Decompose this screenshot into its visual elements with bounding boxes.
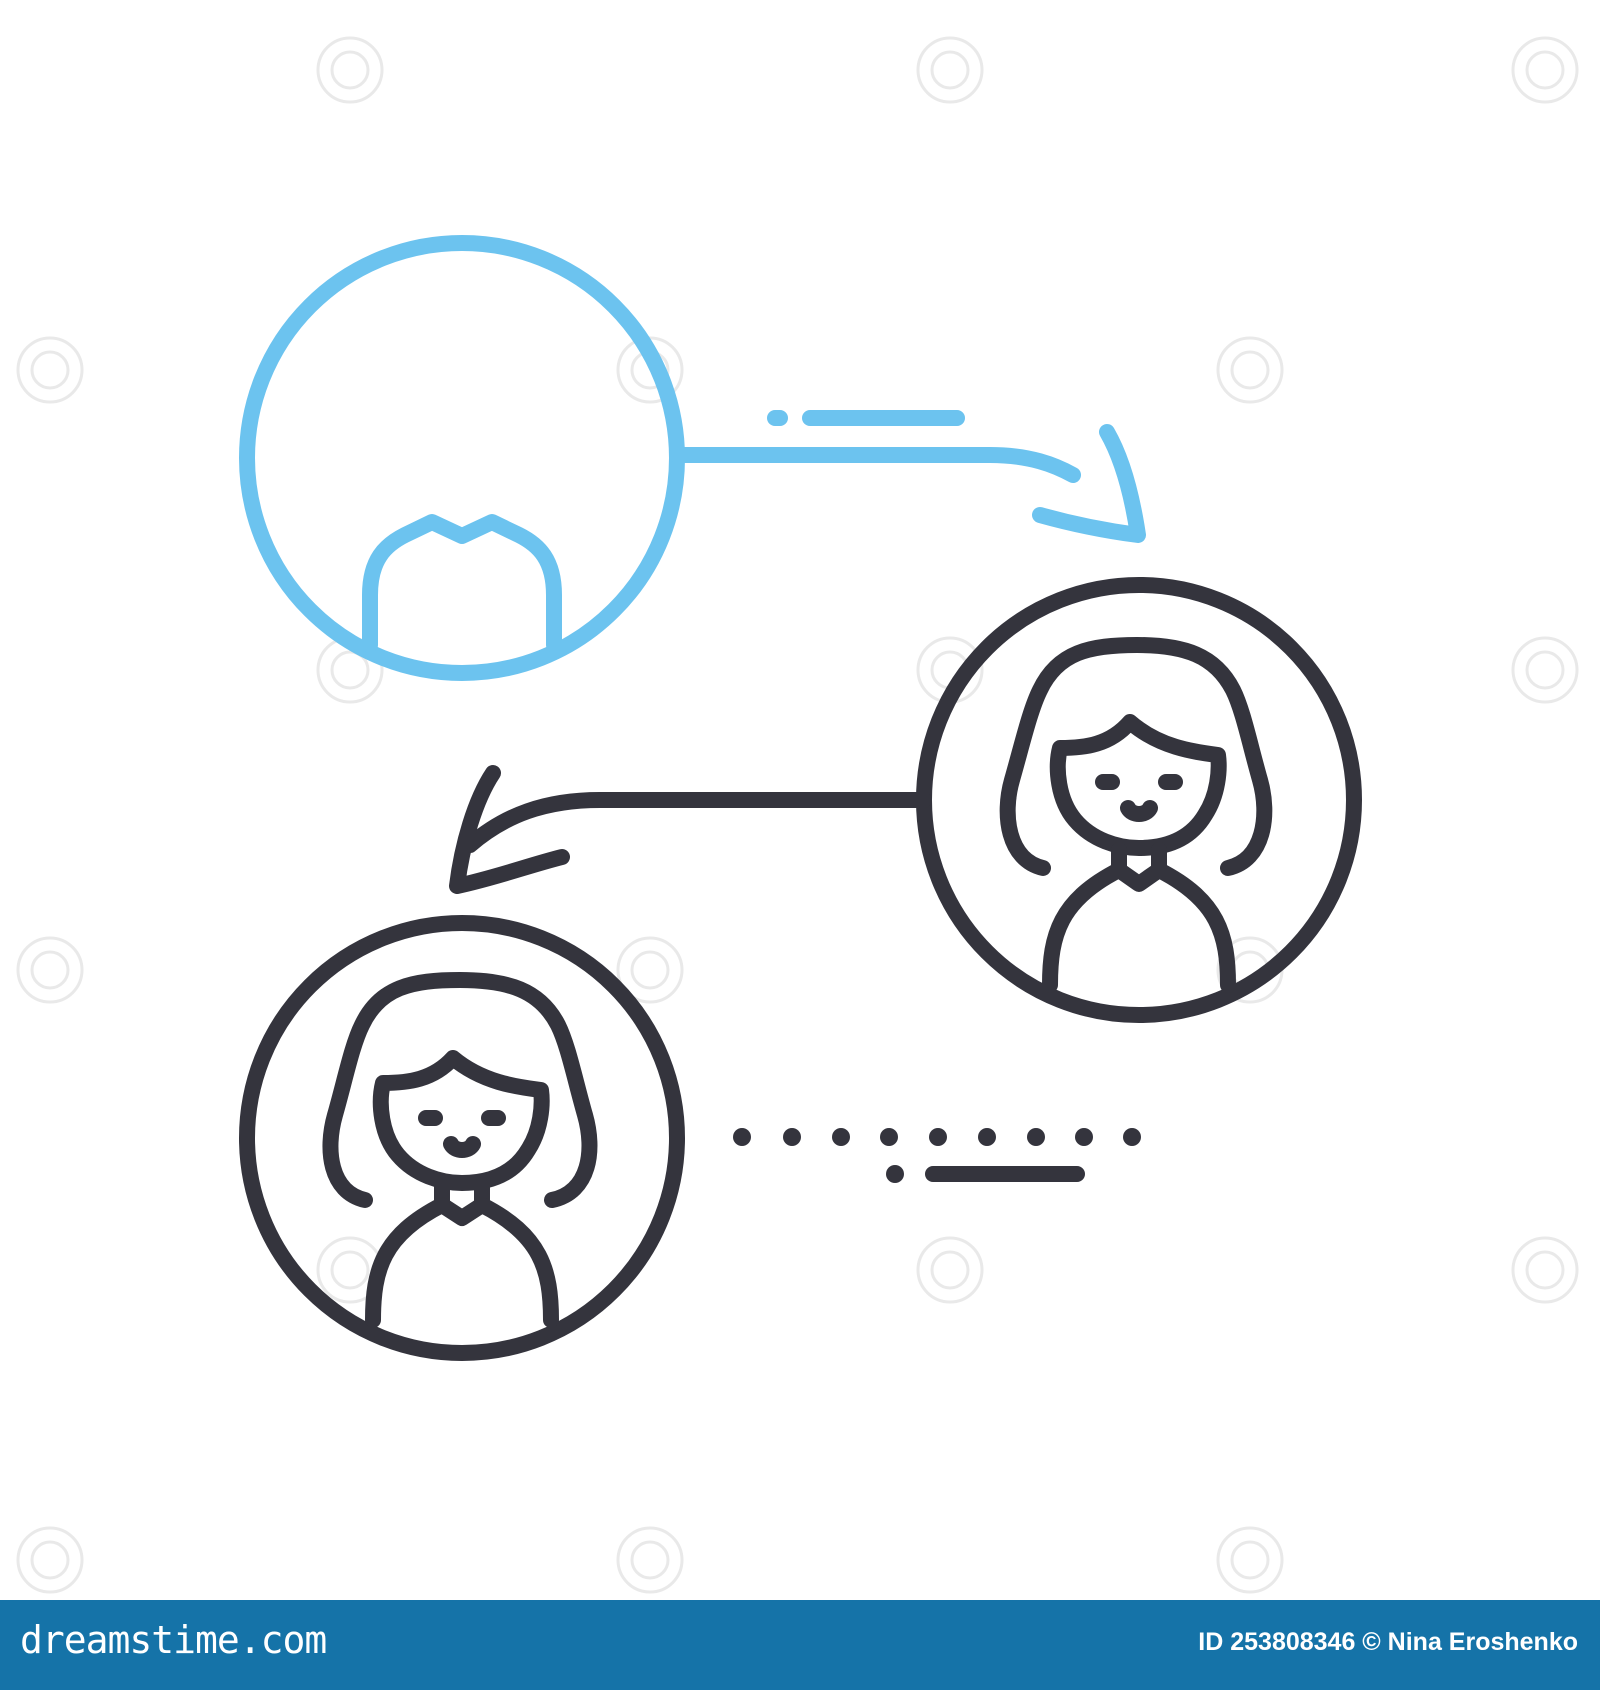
arrow-right-icon	[669, 410, 1146, 543]
person-silhouette-icon	[239, 235, 685, 681]
footer-bar: dreamstime.com ID 253808346 © Nina Erosh…	[0, 1600, 1600, 1690]
image-credit: ID 253808346 © Nina Eroshenko	[1198, 1628, 1578, 1656]
dotted-line-icon	[733, 1128, 1141, 1183]
arrow-left-icon	[449, 765, 932, 894]
woman-avatar-icon	[916, 577, 1362, 1023]
brand-logo: dreamstime.com	[20, 1618, 327, 1662]
woman-avatar-icon	[239, 915, 685, 1361]
exchange-illustration	[239, 235, 1362, 1361]
